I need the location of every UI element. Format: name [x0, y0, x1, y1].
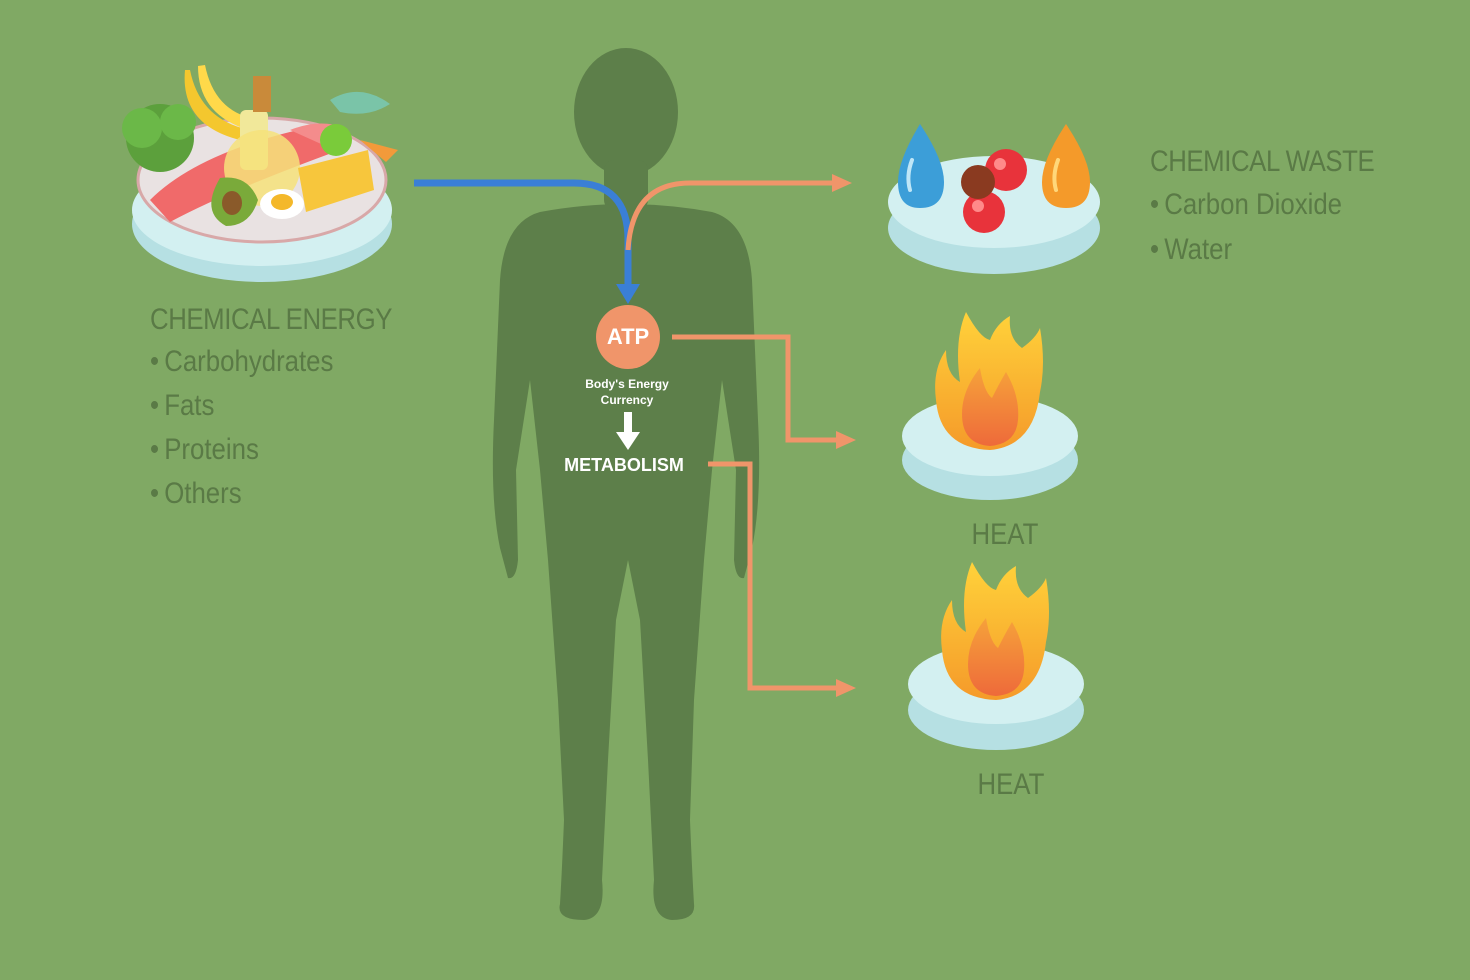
chemical-waste-block: CHEMICAL WASTE Carbon Dioxide Water — [1150, 142, 1411, 272]
flame-icon — [908, 562, 1084, 750]
down-arrow-icon — [616, 412, 640, 450]
heat-arrow-2 — [708, 461, 840, 691]
chemical-energy-title: CHEMICAL ENERGY — [150, 303, 393, 336]
heat-arrowhead-1 — [836, 431, 856, 449]
list-item: Water — [1150, 227, 1374, 272]
energy-input-arrowhead — [616, 284, 640, 304]
metabolism-label: METABOLISM — [564, 455, 684, 475]
chemical-energy-block: CHEMICAL ENERGY Carbohydrates Fats Prote… — [150, 300, 431, 516]
heat-label-1: HEAT — [971, 518, 1039, 551]
list-item: Carbohydrates — [150, 340, 392, 384]
waste-output-arrow — [625, 180, 836, 251]
waste-output-arrowhead — [832, 174, 852, 192]
chemical-waste-title: CHEMICAL WASTE — [1150, 145, 1375, 178]
food-plate-icon — [122, 65, 398, 282]
atp-label: ATP — [606, 324, 650, 349]
atp-caption: Body's Energy Currency — [585, 377, 669, 407]
human-silhouette-icon — [492, 48, 760, 920]
heat-label-2: HEAT — [977, 768, 1045, 801]
list-item: Carbon Dioxide — [1150, 182, 1374, 227]
heat-arrowhead-2 — [836, 679, 856, 697]
chemical-energy-list: Carbohydrates Fats Proteins Others — [150, 340, 431, 516]
flame-icon — [902, 312, 1078, 500]
heat-arrow-1 — [672, 334, 840, 443]
list-item: Fats — [150, 384, 392, 428]
atp-circle — [596, 305, 660, 369]
water-drops-icon — [888, 124, 1100, 274]
chemical-waste-list: Carbon Dioxide Water — [1150, 182, 1411, 272]
list-item: Others — [150, 472, 392, 516]
list-item: Proteins — [150, 428, 392, 472]
